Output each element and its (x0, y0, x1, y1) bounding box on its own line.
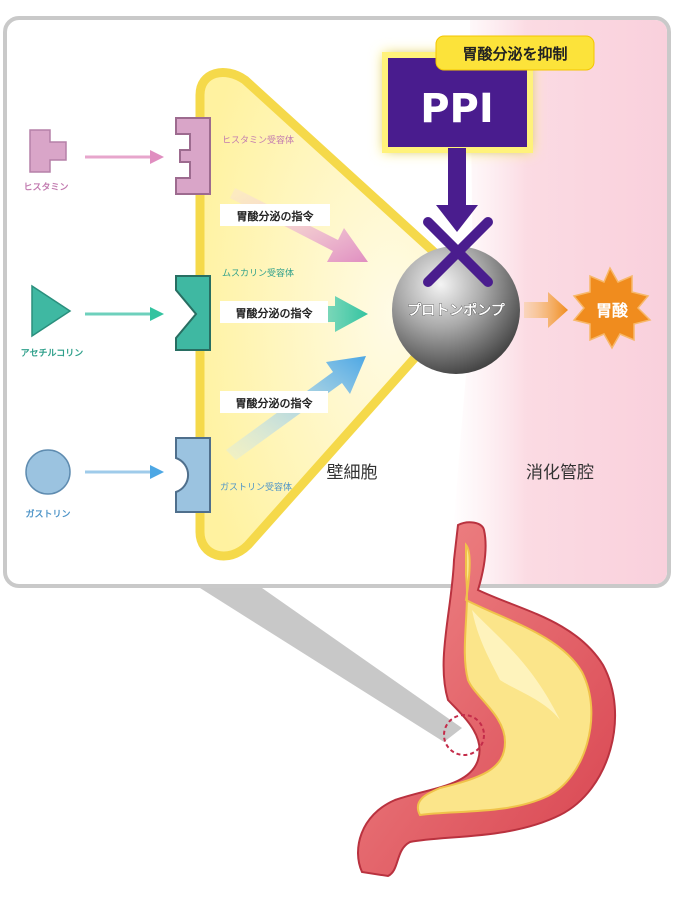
ppi-badge (435, 35, 595, 71)
histamine-arrowhead (150, 150, 164, 164)
acetylcholine-signal-box (220, 301, 328, 323)
histamine-receptor-label: ヒスタミン受容体 (222, 134, 294, 146)
parietal-cell-label: 壁細胞 (327, 463, 378, 483)
histamine-label: ヒスタミン (23, 181, 68, 193)
muscarinic-receptor-icon (175, 275, 211, 351)
gastric-acid-burst (572, 266, 652, 350)
ppi-label: PPI (420, 86, 494, 132)
histamine-ligand-icon (29, 129, 67, 173)
ppi-arrow-shaft (448, 148, 466, 210)
parietal-cell-location-marker (443, 714, 485, 756)
gastric-acid-label: 胃酸 (596, 301, 629, 320)
stomach-illustration (357, 521, 617, 878)
ppi-block (382, 52, 533, 153)
histamine-signal-label: 胃酸分泌の指令 (237, 209, 315, 223)
lumen-label: 消化管腔 (526, 463, 594, 483)
gastrin-receptor-label: ガストリン受容体 (220, 481, 292, 493)
acid-output-arrow (524, 292, 568, 328)
gastrin-receptor-icon (175, 437, 211, 513)
ppi-arrow-head (436, 205, 478, 232)
gastrin-label: ガストリン (25, 508, 70, 520)
acetylcholine-signal-label: 胃酸分泌の指令 (236, 306, 314, 320)
gastrin-arrowhead (150, 465, 164, 479)
ppi-badge-label: 胃酸分泌を抑制 (462, 45, 567, 63)
gastrin-signal-box (220, 391, 328, 413)
proton-pump-label: プロトンポンプ (407, 302, 506, 319)
histamine-signal-box (220, 204, 330, 226)
callout-pointer (200, 588, 462, 742)
muscarinic-receptor-label: ムスカリン受容体 (222, 267, 294, 279)
gastrin-ligand-icon (25, 449, 71, 495)
acetylcholine-label: アセチルコリン (21, 348, 84, 359)
acetylcholine-ligand-icon (31, 284, 72, 338)
acetylcholine-arrowhead (150, 307, 164, 321)
inhibition-cross-icon (423, 217, 493, 287)
histamine-receptor-icon (175, 117, 211, 195)
gastrin-signal-label: 胃酸分泌の指令 (236, 396, 314, 410)
